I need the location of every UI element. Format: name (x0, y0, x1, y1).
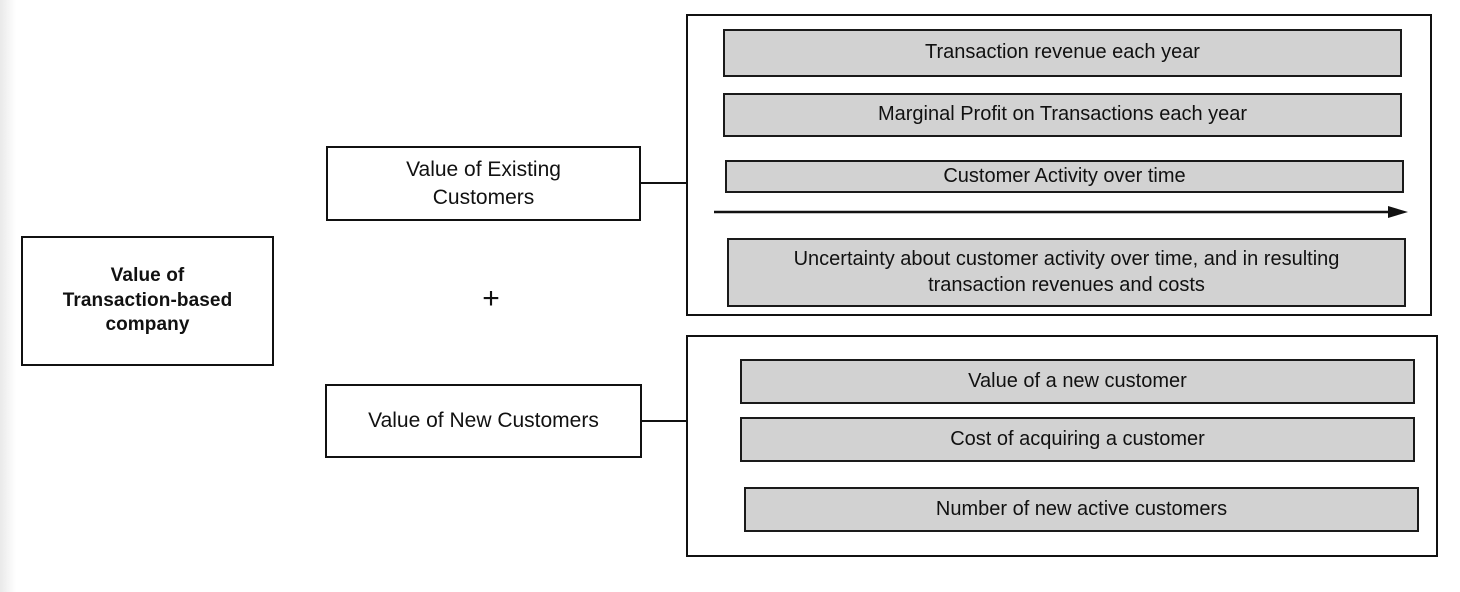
driver-bar-value-new-customer-label: Value of a new customer (968, 369, 1187, 392)
root-node-value-of-transaction-based-company[interactable]: Value of Transaction-based company (21, 236, 274, 366)
driver-bar-uncertainty[interactable]: Uncertainty about customer activity over… (727, 238, 1406, 307)
driver-bar-value-new-customer[interactable]: Value of a new customer (740, 359, 1415, 404)
group-existing-customer-drivers: Transaction revenue each year Marginal P… (686, 14, 1432, 316)
branch-node-existing-customers[interactable]: Value of Existing Customers (326, 146, 641, 221)
branch-node-new-customers-label: Value of New Customers (368, 409, 599, 433)
driver-bar-uncertainty-label: Uncertainty about customer activity over… (793, 247, 1340, 296)
driver-bar-number-new-active-label: Number of new active customers (935, 497, 1228, 520)
driver-bar-marginal-profit-label: Marginal Profit on Transactions each yea… (877, 103, 1248, 126)
plus-operator-icon: + (482, 282, 500, 315)
time-arrow-icon (712, 205, 1408, 219)
connector-existing-customers (641, 182, 688, 184)
driver-bar-cost-acquiring-label: Cost of acquiring a customer (950, 427, 1205, 450)
branch-node-new-customers[interactable]: Value of New Customers (325, 384, 642, 458)
page-edge-shading (0, 0, 16, 592)
driver-bar-transaction-revenue-label: Transaction revenue each year (925, 41, 1200, 64)
driver-bar-marginal-profit[interactable]: Marginal Profit on Transactions each yea… (723, 93, 1402, 137)
driver-bar-cost-acquiring[interactable]: Cost of acquiring a customer (740, 417, 1415, 462)
group-new-customer-drivers: Value of a new customer Cost of acquirin… (686, 335, 1438, 557)
root-node-label: Value of Transaction-based company (62, 264, 233, 336)
driver-bar-transaction-revenue[interactable]: Transaction revenue each year (723, 29, 1402, 77)
driver-bar-number-new-active[interactable]: Number of new active customers (744, 487, 1419, 532)
driver-bar-customer-activity-label: Customer Activity over time (943, 164, 1186, 187)
connector-new-customers (642, 420, 688, 422)
driver-bar-customer-activity[interactable]: Customer Activity over time (725, 160, 1404, 193)
branch-node-existing-customers-label: Value of Existing Customers (406, 158, 561, 209)
